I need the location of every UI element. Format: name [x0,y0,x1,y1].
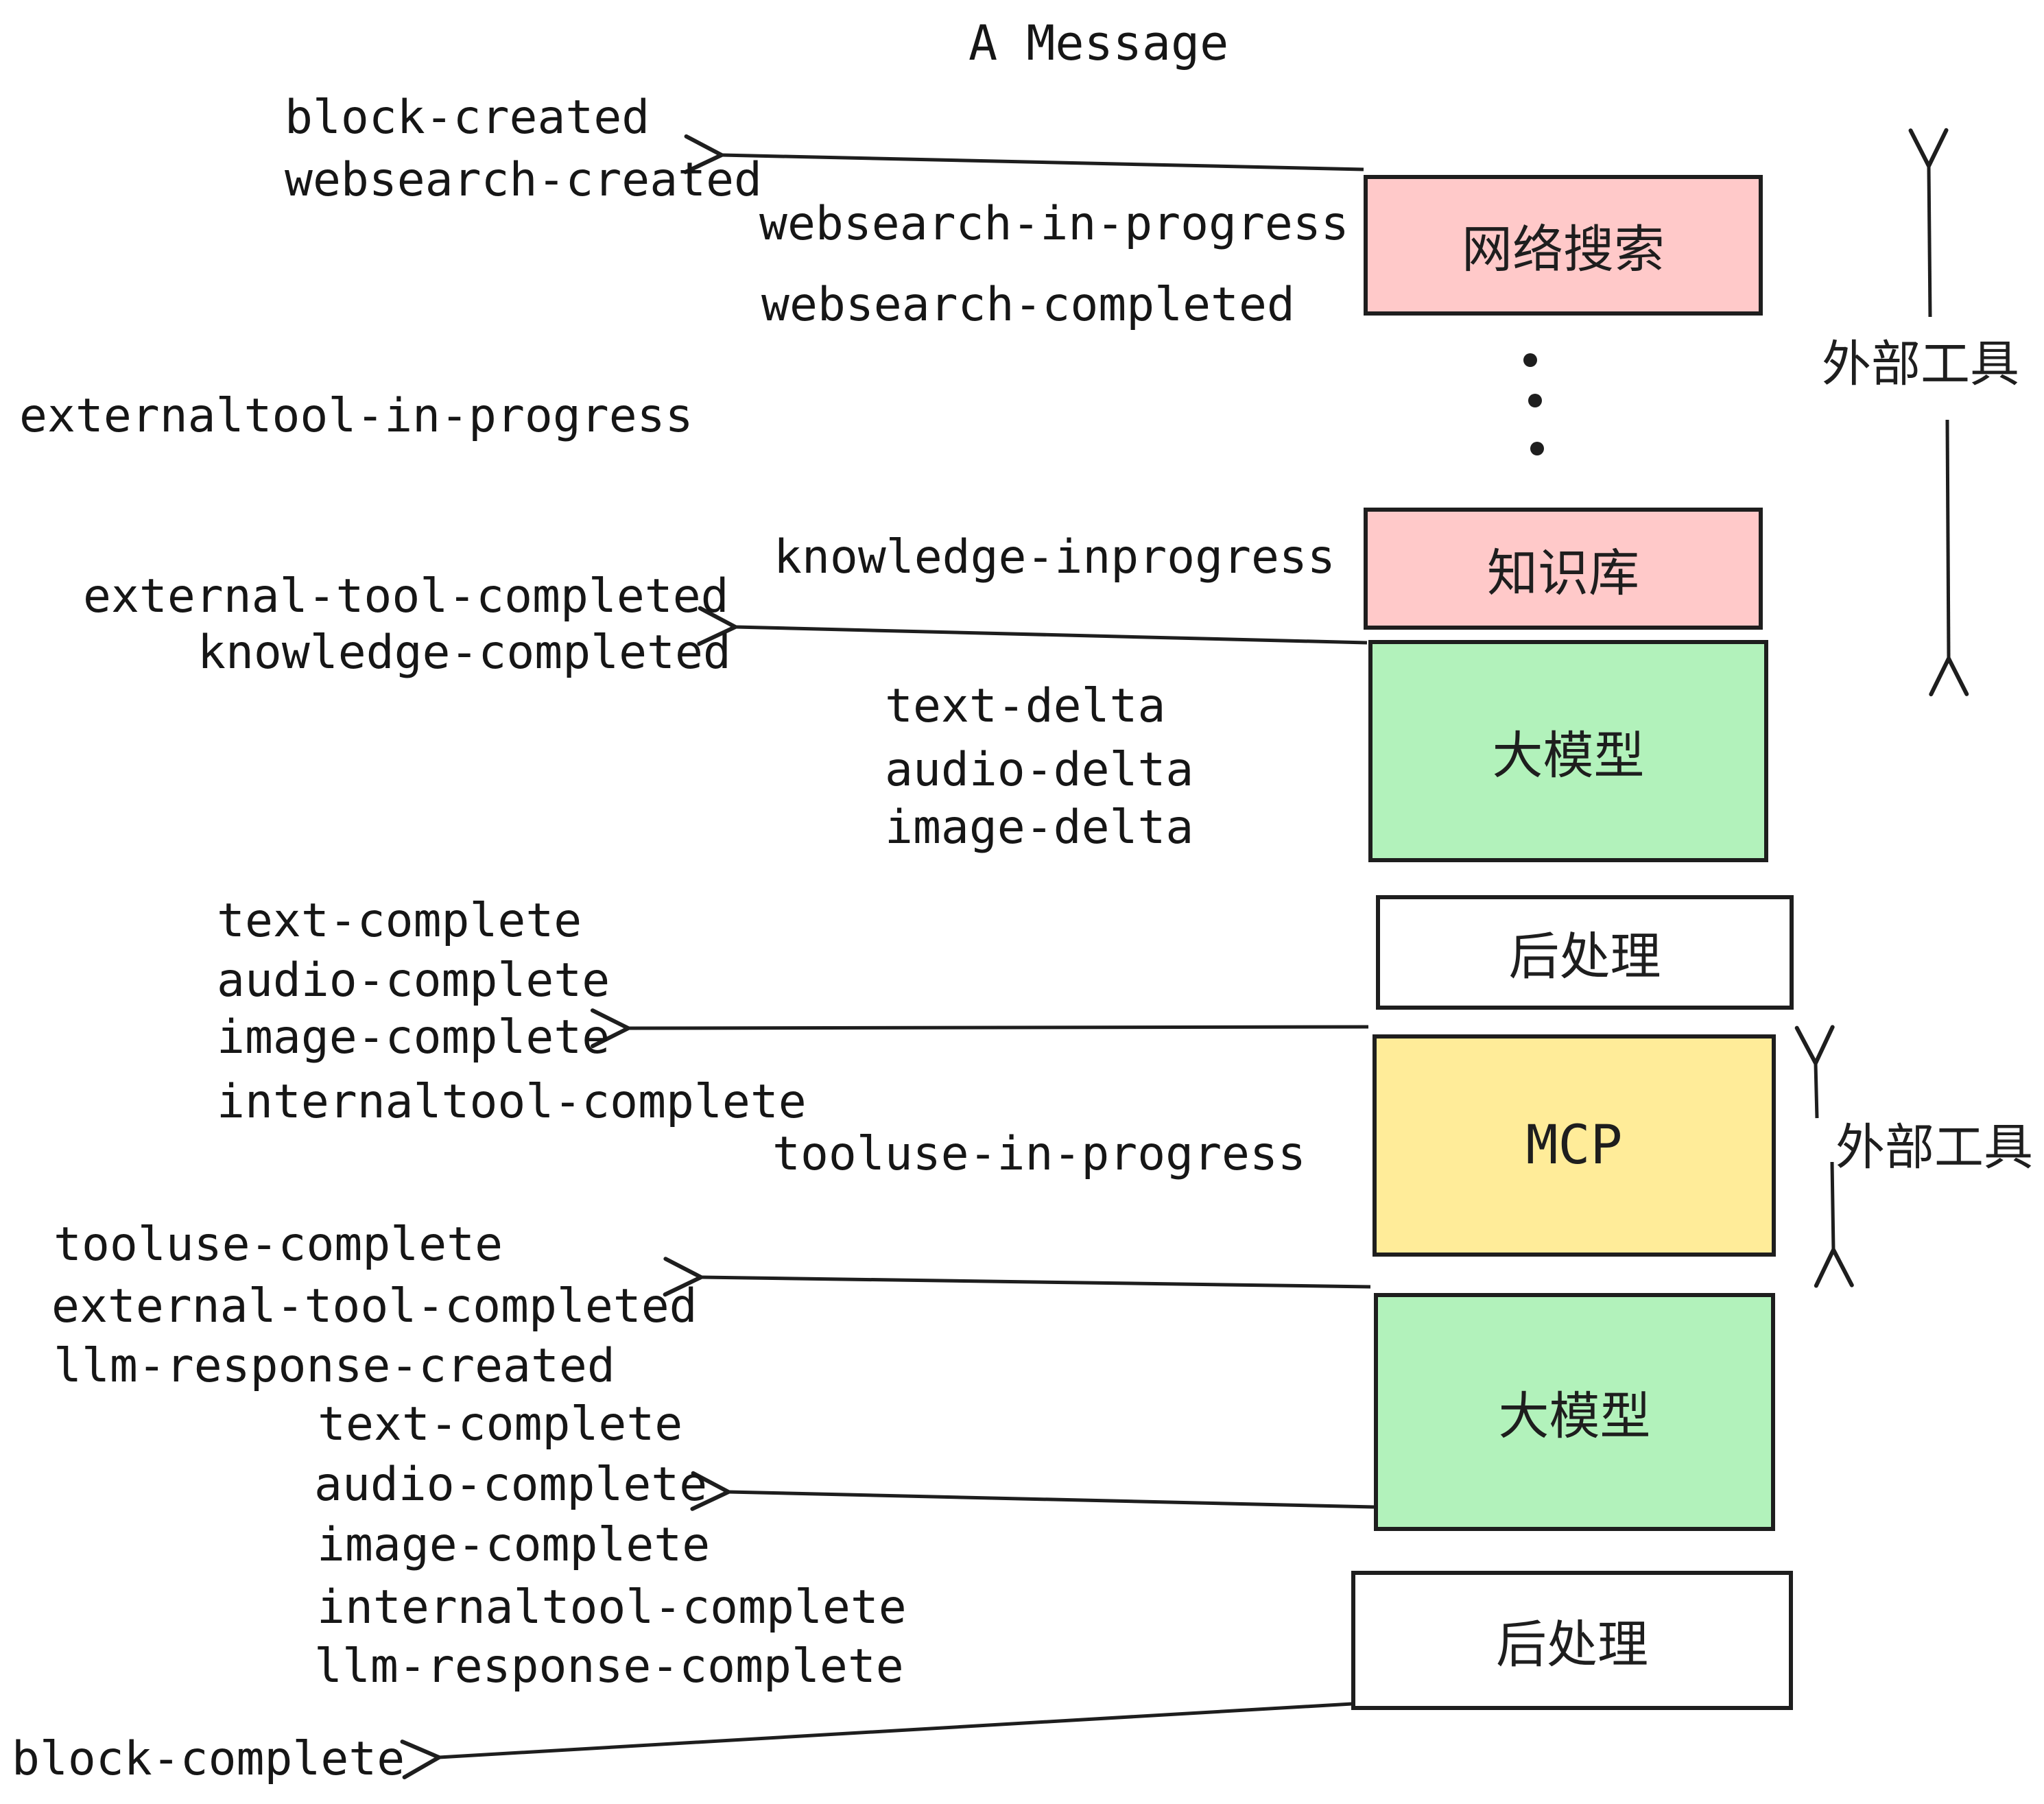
llm-box-2-label: 大模型 [1498,1387,1651,1446]
page-title: A Message [968,15,1229,71]
event-llm-response-complete: llm-response-complete [314,1639,904,1694]
event-external-tool-completed: external-tool-completed [51,1279,698,1333]
postprocess-box-2: 后处理 [1351,1571,1793,1710]
event-image-complete: image-complete [217,1010,610,1065]
external-tools-label-middle: 外部工具 [1835,1118,2034,1176]
event-block-complete: block-complete [12,1732,405,1786]
event-text-complete: text-complete [217,894,582,948]
llm-box-2: 大模型 [1374,1293,1775,1531]
event-block-created: block-created [285,91,650,145]
arrow-audio-complete [690,1471,1375,1511]
event-audio-complete: audio-complete [314,1458,708,1512]
event-websearch-in-progress: websearch-in-progress [759,197,1349,251]
mcp-box: MCP [1372,1034,1776,1257]
event-websearch-created: websearch-created [285,153,762,207]
postprocess-box-2-label: 后处理 [1496,1615,1648,1674]
event-knowledge-completed: knowledge-completed [198,626,731,680]
arrow-knowledge-completed [697,606,1368,646]
mcp-box-label: MCP [1525,1115,1623,1176]
event-internaltool-complete: internaltool-complete [217,1075,807,1129]
event-llm-response-created: llm-response-created [54,1339,615,1393]
event-image-delta: image-delta [885,800,1194,855]
event-internaltool-complete: internaltool-complete [317,1580,907,1635]
ellipsis-dot [1523,353,1537,367]
arrow-websearch-created [683,134,1364,174]
event-text-delta: text-delta [885,679,1166,733]
event-tooluse-complete: tooluse-complete [54,1218,503,1272]
llm-box-1: 大模型 [1368,640,1768,862]
event-audio-complete: audio-complete [217,953,610,1008]
arrow-block-complete [400,1701,1364,1779]
event-externaltool-in-progress: externaltool-in-progress [19,389,693,443]
event-image-complete: image-complete [317,1518,711,1572]
external-tools-label-top: 外部工具 [1822,335,2020,393]
event-tooluse-in-progress: tooluse-in-progress [772,1127,1306,1181]
event-websearch-completed: websearch-completed [761,278,1295,332]
arrow-image-complete [590,1008,1369,1049]
ellipsis-dot [1528,394,1542,407]
postprocess-box-1: 后处理 [1376,895,1794,1010]
external-tools-mid-up-arrow [1794,1025,1835,1119]
event-knowledge-inprogress: knowledge-inprogress [774,530,1335,584]
external-tools-top-down-arrow [1929,419,1969,697]
knowledge-base-box-label: 知识库 [1487,543,1639,603]
arrow-tooluse-complete [663,1257,1371,1297]
external-tools-mid-down-arrow [1814,1161,1854,1288]
ellipsis-dot [1530,442,1544,455]
postprocess-box-1-label: 后处理 [1508,927,1661,986]
websearch-box-label: 网络搜索 [1462,220,1665,279]
websearch-box: 网络搜索 [1364,175,1763,316]
llm-box-1-label: 大模型 [1492,726,1645,785]
knowledge-base-box: 知识库 [1364,508,1763,630]
external-tools-top-up-arrow [1908,128,1949,318]
event-text-complete: text-complete [318,1397,683,1451]
event-external-tool-completed: external-tool-completed [83,569,729,624]
event-audio-delta: audio-delta [885,743,1194,797]
